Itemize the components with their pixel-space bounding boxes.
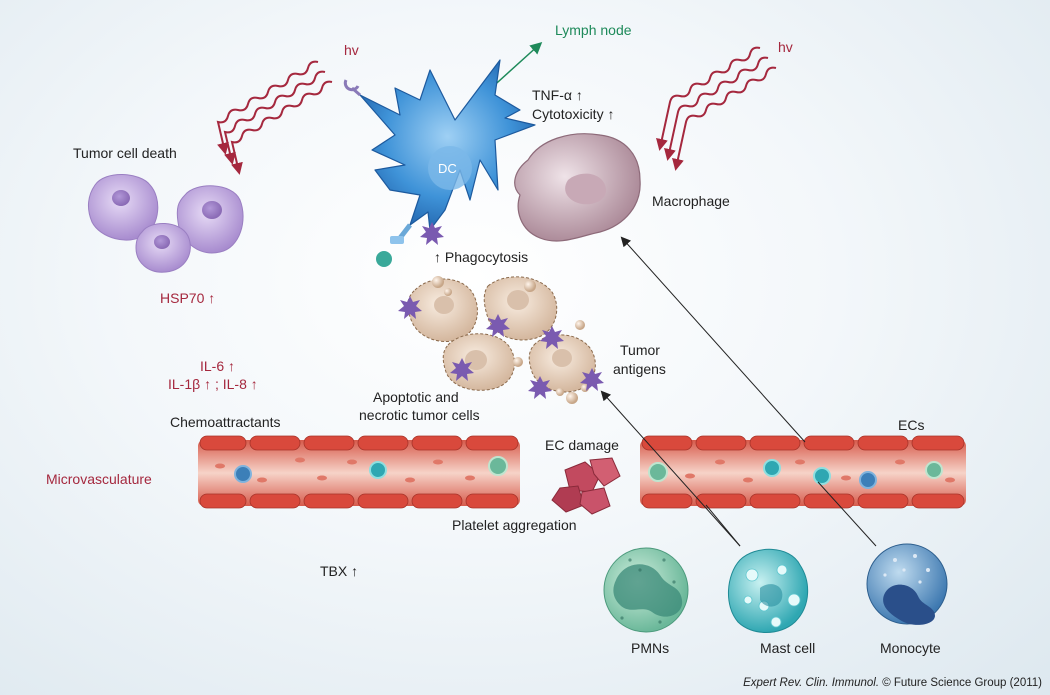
tumor-antigens-label-line2: antigens — [613, 361, 666, 377]
figure-credit: Expert Rev. Clin. Immunol. © Future Scie… — [743, 677, 1042, 689]
cytotoxicity-label: Cytotoxicity ↑ — [532, 106, 615, 122]
microvasculature-left — [198, 435, 520, 509]
apoptotic-label-line2: necrotic tumor cells — [359, 407, 480, 423]
microvasculature-right — [640, 435, 966, 509]
chemoattractants-label: Chemoattractants — [170, 414, 281, 430]
apoptotic-label-line1: Apoptotic and — [373, 389, 459, 405]
mast-cell-label: Mast cell — [760, 640, 816, 656]
dendritic-cell — [343, 59, 536, 267]
platelet-aggregation-label: Platelet aggregation — [452, 517, 577, 533]
macrophage-cell — [514, 133, 641, 242]
monocyte-label: Monocyte — [880, 640, 941, 656]
hv-left-label: hv — [344, 42, 359, 58]
dc-label: DC — [438, 161, 457, 176]
migration-arrows — [600, 236, 877, 547]
pmns-label: PMNs — [631, 640, 670, 656]
tumor-cell-death-cells — [87, 174, 244, 273]
tnf-alpha-label: TNF-α ↑ — [532, 87, 583, 103]
credit-copyright: © Future Science Group (2011) — [882, 677, 1042, 689]
tumor-cell-death-label: Tumor cell death — [73, 145, 177, 161]
mast-cell — [727, 548, 809, 633]
light-wave-left — [216, 60, 333, 175]
hv-right-label: hv — [778, 39, 793, 55]
lymph-node-label: Lymph node — [555, 22, 632, 38]
hsp70-label: HSP70 ↑ — [160, 290, 216, 306]
il6-label: IL-6 ↑ — [200, 358, 236, 374]
apoptotic-tumor-cells — [407, 276, 596, 404]
antigen-star-near-dc — [420, 222, 444, 245]
il1b-il8-label: IL-1β ↑ ; IL-8 ↑ — [168, 376, 258, 392]
ecs-label: ECs — [898, 417, 925, 433]
platelet-aggregate — [551, 457, 621, 515]
pmn-cell — [603, 547, 689, 633]
monocyte-cell — [866, 543, 948, 625]
tbx-label: TBX ↑ — [320, 563, 359, 579]
light-wave-right — [656, 46, 777, 171]
phagocytosis-label: ↑ Phagocytosis — [434, 249, 529, 265]
ec-damage-label: EC damage — [545, 437, 619, 453]
credit-journal: Expert Rev. Clin. Immunol. — [743, 677, 880, 689]
tumor-antigens-label-line1: Tumor — [620, 342, 660, 358]
microvasculature-label: Microvasculature — [46, 471, 152, 487]
macrophage-label: Macrophage — [652, 193, 730, 209]
tumor-antigen-stars — [398, 296, 604, 399]
